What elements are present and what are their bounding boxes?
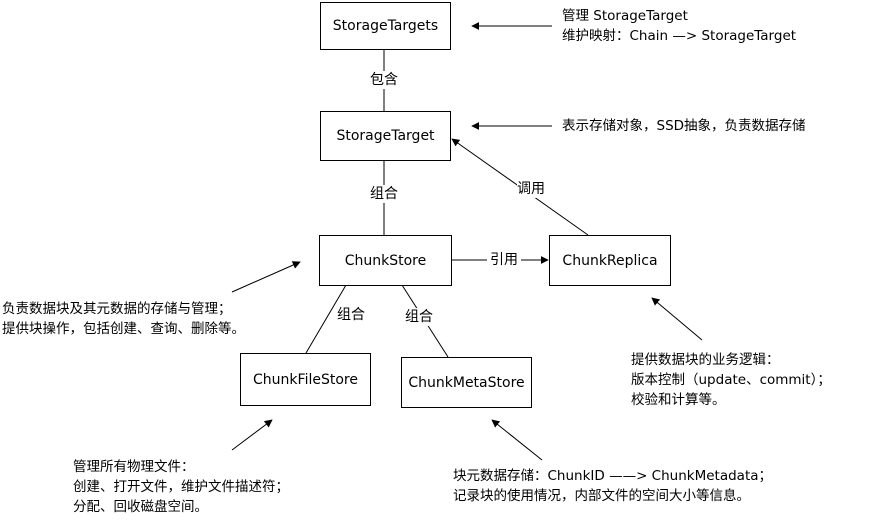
- edge-label-calls: 调用: [517, 180, 545, 198]
- note-chunk-store-line-1: 负责数据块及其元数据的存储与管理；: [2, 301, 232, 317]
- node-chunk-file-store[interactable]: ChunkFileStore: [240, 353, 371, 406]
- note-storage-targets-line-1: 管理 StorageTarget: [562, 8, 688, 24]
- note-arrow-chunk-meta-store: [491, 419, 543, 461]
- node-chunk-replica-label: ChunkReplica: [562, 252, 658, 269]
- note-arrow-chunk-store: [231, 261, 301, 293]
- edge-label-compose-meta: 组合: [405, 308, 433, 326]
- node-chunk-store-label: ChunkStore: [344, 252, 427, 269]
- note-chunk-file-store-line-3: 分配、回收磁盘空间。: [73, 499, 208, 515]
- note-chunk-replica-line-3: 校验和计算等。: [631, 392, 726, 408]
- edge-compose-file: [305, 284, 347, 354]
- note-chunk-file-store-line-2: 创建、打开文件，维护文件描述符；: [73, 479, 289, 495]
- note-chunk-replica-line-2: 版本控制（update、commit）；: [631, 372, 831, 388]
- note-storage-target-line-1: 表示存储对象，SSD抽象，负责数据存储: [562, 118, 806, 134]
- node-storage-targets[interactable]: StorageTargets: [320, 2, 451, 50]
- note-chunk-store-line-2: 提供块操作，包括创建、查询、删除等。: [2, 321, 245, 337]
- edge-label-references: 引用: [487, 251, 521, 269]
- note-chunk-file-store-line-1: 管理所有物理文件：: [73, 459, 195, 475]
- node-chunk-file-store-label: ChunkFileStore: [253, 371, 358, 388]
- note-chunk-file-store: 管理所有物理文件： 创建、打开文件，维护文件描述符； 分配、回收磁盘空间。: [73, 457, 289, 517]
- node-chunk-replica[interactable]: ChunkReplica: [549, 235, 671, 286]
- node-chunk-store[interactable]: ChunkStore: [319, 235, 452, 286]
- edge-label-compose-target: 组合: [370, 185, 398, 203]
- node-storage-target[interactable]: StorageTarget: [320, 111, 451, 161]
- note-chunk-meta-store-line-2: 记录块的使用情况，内部文件的空间大小等信息。: [453, 488, 750, 504]
- note-storage-targets: 管理 StorageTarget 维护映射：Chain —> StorageTa…: [562, 6, 796, 46]
- note-chunk-store: 负责数据块及其元数据的存储与管理； 提供块操作，包括创建、查询、删除等。: [2, 299, 245, 339]
- node-storage-targets-label: StorageTargets: [332, 18, 439, 34]
- note-chunk-meta-store-line-1: 块元数据存储：ChunkID ——> ChunkMetadata；: [453, 468, 773, 484]
- node-storage-target-label: StorageTarget: [336, 128, 435, 144]
- node-chunk-meta-store[interactable]: ChunkMetaStore: [401, 357, 532, 408]
- note-storage-target: 表示存储对象，SSD抽象，负责数据存储: [562, 116, 806, 136]
- note-arrow-chunk-file-store: [231, 419, 273, 451]
- edge-label-contains: 包含: [370, 71, 398, 89]
- node-chunk-meta-store-label: ChunkMetaStore: [408, 374, 525, 391]
- note-arrow-chunk-replica: [651, 297, 703, 341]
- edge-label-compose-file: 组合: [337, 306, 365, 324]
- note-chunk-replica-line-1: 提供数据块的业务逻辑：: [631, 352, 780, 368]
- note-chunk-meta-store: 块元数据存储：ChunkID ——> ChunkMetadata； 记录块的使用…: [453, 466, 772, 506]
- note-storage-targets-line-2: 维护映射：Chain —> StorageTarget: [562, 28, 797, 44]
- note-chunk-replica: 提供数据块的业务逻辑： 版本控制（update、commit）； 校验和计算等。: [631, 350, 831, 410]
